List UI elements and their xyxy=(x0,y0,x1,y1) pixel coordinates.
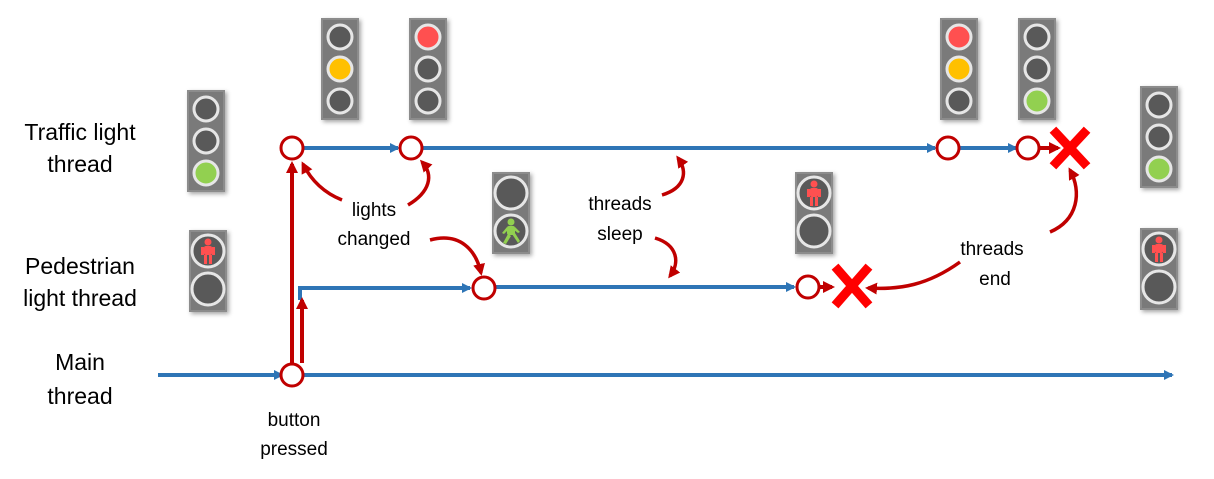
pedestrian-light-icon xyxy=(189,230,227,312)
threads-end-line1: threads xyxy=(960,239,1023,260)
walking-person-icon xyxy=(502,218,520,244)
main-thread-label: Main thread xyxy=(47,349,112,409)
lamp-green xyxy=(326,87,354,115)
end-markers xyxy=(820,126,1091,309)
lights-changed-line2: changed xyxy=(338,229,411,250)
event-pedestrian-change-2 xyxy=(795,274,821,300)
main-thread-label-line2: thread xyxy=(47,383,112,409)
traffic-light-icon xyxy=(1018,18,1056,120)
lamp-green xyxy=(945,87,973,115)
threads-end-arrow-2 xyxy=(865,260,962,295)
traffic-light-icon xyxy=(187,90,225,192)
pedestrian-light-icon xyxy=(795,172,833,254)
lamp-red xyxy=(1023,23,1051,51)
pedestrian-timeline xyxy=(298,282,796,300)
pedestrian-timeline-segment-1 xyxy=(298,283,472,300)
pedestrian-thread-end-cross xyxy=(831,263,873,309)
threads-end-arrow-1 xyxy=(1049,167,1080,234)
event-traffic-change-1 xyxy=(398,135,424,161)
lamp-red xyxy=(192,95,220,123)
traffic-light-icon xyxy=(1140,86,1178,188)
pedestrian-light-icon xyxy=(492,172,530,254)
threads-end-line2: end xyxy=(979,269,1011,290)
traffic-light-icon xyxy=(321,18,359,120)
lamp-amber xyxy=(1023,55,1051,83)
standing-person-icon xyxy=(1152,236,1166,262)
lights-changed-line1: lights xyxy=(352,200,396,221)
lights-changed-annotation: lights changed xyxy=(338,200,411,250)
button-pressed-annotation: button pressed xyxy=(260,410,328,460)
threads-end-annotation: threads end xyxy=(960,239,1023,290)
lamp-amber xyxy=(326,55,354,83)
lamp-red xyxy=(1145,91,1173,119)
threads-sleep-line1: threads xyxy=(588,194,651,215)
lights-changed-arrow-1 xyxy=(301,161,343,202)
lamp-stop xyxy=(493,175,529,211)
traffic-light-icon xyxy=(940,18,978,120)
lamp-amber xyxy=(945,55,973,83)
threads-sleep-arrow-2 xyxy=(654,236,681,279)
lamp-walk xyxy=(796,213,832,249)
threads-sleep-annotation: threads sleep xyxy=(588,194,651,245)
threads-sleep-arrow-1 xyxy=(661,155,689,197)
event-markers xyxy=(279,135,1041,388)
event-traffic-change-3 xyxy=(1015,135,1041,161)
lamp-green xyxy=(1023,87,1051,115)
lights-changed-arrow-3 xyxy=(429,236,485,276)
lamp-walk xyxy=(190,271,226,307)
annotation-arrows xyxy=(301,155,1080,295)
pedestrian-thread-label-line1: Pedestrian xyxy=(25,253,135,279)
lamp-amber xyxy=(192,127,220,155)
lamp-red xyxy=(326,23,354,51)
traffic-thread-label: Traffic light thread xyxy=(24,119,136,177)
pedestrian-light-icon xyxy=(1140,228,1178,310)
pedestrian-lights xyxy=(189,172,1178,312)
traffic-thread-end-cross xyxy=(1049,126,1091,170)
button-pressed-line1: button xyxy=(268,410,321,431)
standing-person-icon xyxy=(201,238,215,264)
traffic-lights xyxy=(187,18,1178,192)
event-traffic-start xyxy=(279,135,305,161)
lamp-amber xyxy=(1145,123,1173,151)
lights-changed-arrow-2 xyxy=(407,159,433,207)
lamp-red xyxy=(945,23,973,51)
threads-sleep-line2: sleep xyxy=(597,224,642,245)
traffic-light-icon xyxy=(409,18,447,120)
traffic-thread-label-line1: Traffic light xyxy=(24,119,136,145)
pedestrian-thread-label: Pedestrian light thread xyxy=(23,253,137,311)
lamp-green xyxy=(414,87,442,115)
lamp-amber xyxy=(414,55,442,83)
button-pressed-line2: pressed xyxy=(260,439,328,460)
lamp-green xyxy=(1145,155,1173,183)
event-pedestrian-change-1 xyxy=(471,275,497,301)
pedestrian-thread-label-line2: light thread xyxy=(23,285,137,311)
lamp-red xyxy=(414,23,442,51)
event-button-pressed xyxy=(279,362,305,388)
lamp-walk xyxy=(1141,269,1177,305)
standing-person-icon xyxy=(807,180,821,206)
spawn-arrows xyxy=(286,161,308,363)
main-thread-label-line1: Main xyxy=(55,349,105,375)
traffic-thread-label-line2: thread xyxy=(47,151,112,177)
event-traffic-change-2 xyxy=(935,135,961,161)
lamp-green xyxy=(192,159,220,187)
